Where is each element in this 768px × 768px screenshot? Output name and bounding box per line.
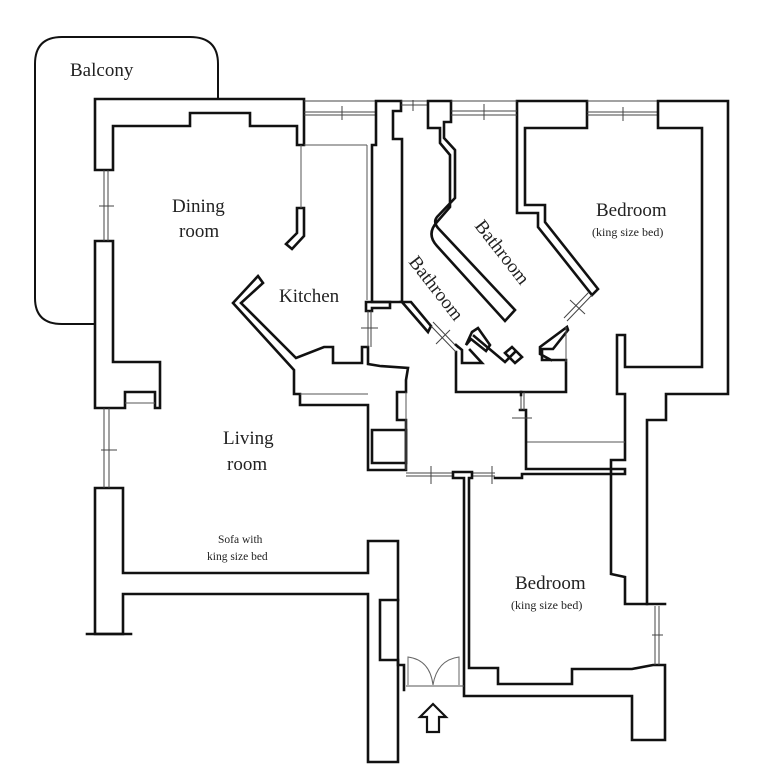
window-west-dining	[99, 170, 114, 241]
wall-dining-kitchen-stub	[284, 206, 306, 251]
label-bedroom-2-note: (king size bed)	[511, 598, 582, 612]
window-north-1	[304, 100, 376, 120]
wall-kitchen-door-jamb	[364, 300, 392, 313]
wall-bathroom-1-south	[454, 324, 570, 394]
door-hall-west	[406, 466, 453, 484]
wall-bathroom-1-corner	[454, 343, 485, 365]
label-bedroom-1-note: (king size bed)	[592, 225, 663, 239]
wall-west-middle	[93, 239, 162, 410]
label-dining-line1: Dining	[172, 196, 225, 217]
entrance-double-door	[407, 656, 460, 686]
label-sofa-line2: king size bed	[207, 551, 268, 563]
label-kitchen: Kitchen	[279, 286, 340, 307]
wall-bathroom-divider	[426, 99, 517, 323]
label-bedroom-1: Bedroom	[596, 200, 667, 221]
window-bedroom-2-east	[652, 606, 663, 665]
label-living-line2: room	[227, 454, 267, 475]
wall-bedroom-1-outer	[609, 99, 730, 606]
wall-entrance-niche	[378, 598, 406, 692]
label-bedroom-2: Bedroom	[515, 573, 586, 594]
wall-dining-north	[93, 97, 306, 172]
label-living-line1: Living	[223, 428, 274, 449]
wall-bathroom-2-east	[515, 99, 600, 297]
wall-bathroom-1-west	[370, 99, 404, 304]
balcony-outline	[34, 36, 219, 325]
wall-corridor-south	[493, 408, 627, 480]
wall-bathroom-1-sink	[503, 345, 524, 365]
wall-bathroom-1-door	[399, 300, 433, 335]
window-north-2	[401, 100, 428, 111]
door-bathroom-2	[563, 291, 593, 322]
label-dining-line2: room	[179, 221, 219, 242]
window-kitchen-door	[361, 311, 378, 347]
door-bedroom-2	[472, 466, 495, 484]
wall-bedroom-2	[451, 470, 667, 742]
entrance-arrow-icon	[417, 702, 449, 734]
label-bathroom-2: Bathroom	[470, 216, 533, 289]
door-bathroom-1	[430, 321, 459, 353]
window-west-living	[101, 408, 117, 488]
window-north-4	[587, 100, 658, 121]
wall-bathroom-1-east	[464, 326, 492, 353]
wall-west-south	[93, 486, 400, 764]
label-balcony: Balcony	[70, 60, 134, 81]
window-north-3	[451, 100, 517, 120]
wall-kitchen-diagonal	[231, 273, 410, 472]
wall-corridor-cupboard	[370, 428, 408, 465]
wall-bathroom-1-inner	[472, 334, 517, 364]
label-sofa-line1: Sofa with	[218, 534, 263, 546]
